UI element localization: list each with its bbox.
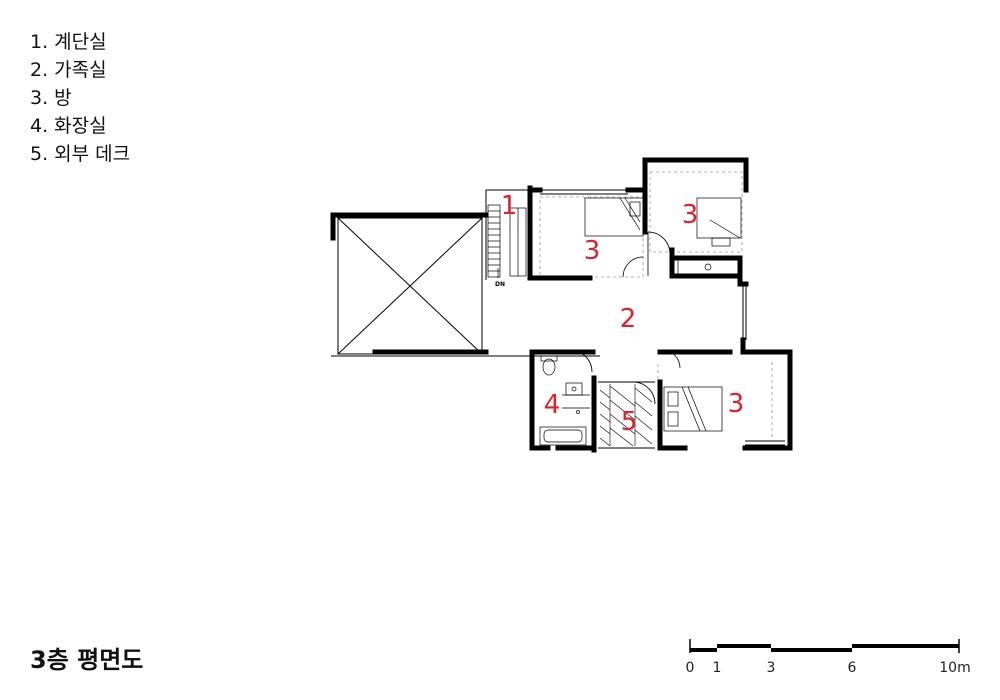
room-number-stair: 1 (501, 191, 518, 221)
scale-segment (771, 648, 852, 652)
legend-item-bathroom: 4. 화장실 (30, 115, 107, 137)
legend-item-room: 3. 방 (30, 87, 72, 109)
scale-bar: 0 1 3 6 10m (686, 639, 971, 676)
bath-sink (565, 382, 583, 396)
stair (487, 204, 527, 278)
room-number-family-room: 2 (620, 304, 637, 334)
bed-a (584, 197, 644, 237)
scale-tick-label: 3 (767, 660, 776, 676)
deck-planking (599, 384, 653, 447)
scale-segment (717, 644, 771, 648)
room-number-room-a: 3 (584, 236, 601, 266)
room-number-room-b: 3 (682, 200, 699, 230)
furniture (539, 197, 742, 446)
legend-item-deck: 5. 외부 데크 (30, 143, 131, 165)
scale-tick-label: 0 (686, 660, 695, 676)
bed-b (696, 197, 742, 239)
legend-item-stair: 1. 계단실 (30, 31, 107, 53)
scale-tick-label: 6 (848, 660, 857, 676)
walls (330, 157, 793, 453)
toilet (542, 358, 556, 376)
room-number-deck: 5 (621, 407, 638, 437)
scale-tick-label: 10m (939, 660, 970, 676)
legend-item-family-room: 2. 가족실 (30, 59, 107, 81)
wash-counter (677, 257, 739, 277)
scale-segment (852, 644, 959, 648)
scale-tick-label: 1 (713, 660, 722, 676)
plan-title: 3층 평면도 (30, 646, 144, 674)
room-legend: 1. 계단실 2. 가족실 3. 방 4. 화장실 5. 외부 데크 (30, 28, 130, 168)
scale-segment (690, 648, 717, 652)
room-number-bathroom: 4 (544, 390, 561, 420)
bathtub (539, 426, 587, 446)
room-number-room-c: 3 (728, 389, 745, 419)
bed-c (663, 386, 723, 432)
stair-direction-label: DN (495, 281, 505, 288)
